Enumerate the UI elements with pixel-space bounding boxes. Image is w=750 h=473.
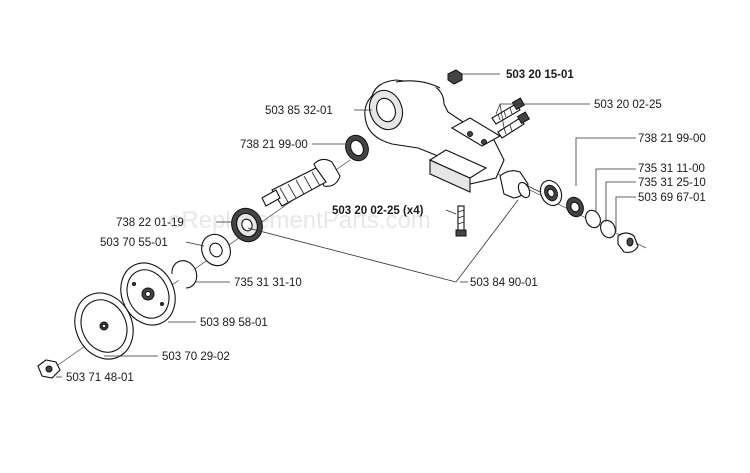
leader-lines bbox=[56, 73, 636, 378]
label-503-20-02-25-x4[interactable]: 503 20 02-25 (x4) bbox=[332, 205, 424, 217]
label-735-31-31-10[interactable]: 735 31 31-10 bbox=[234, 277, 302, 289]
drive-disc-part[interactable] bbox=[111, 254, 185, 334]
washer-part[interactable] bbox=[197, 230, 236, 271]
end-cap-part[interactable] bbox=[617, 232, 639, 253]
label-503-89-58-01[interactable]: 503 89 58-01 bbox=[200, 317, 268, 329]
label-503-85-32-01[interactable]: 503 85 32-01 bbox=[265, 105, 333, 117]
seal-part[interactable] bbox=[226, 203, 268, 246]
label-738-22-01-19[interactable]: 738 22 01-19 bbox=[116, 217, 184, 229]
spacer-part[interactable] bbox=[564, 195, 587, 220]
retaining-ring-part[interactable] bbox=[583, 208, 603, 230]
label-503-20-15-01[interactable]: 503 20 15-01 bbox=[506, 69, 574, 81]
part-labels: 503 20 15-01 503 85 32-01 503 20 02-25 7… bbox=[66, 69, 706, 384]
collar-part[interactable] bbox=[598, 218, 618, 240]
bearing-right-part[interactable] bbox=[536, 177, 565, 209]
watermark: eReplacementParts.com bbox=[168, 207, 431, 234]
label-503-71-48-01[interactable]: 503 71 48-01 bbox=[66, 372, 134, 384]
top-screw-part[interactable] bbox=[447, 69, 463, 85]
label-738-21-99-00-right[interactable]: 738 21 99-00 bbox=[638, 133, 706, 145]
nut-part[interactable] bbox=[37, 359, 61, 379]
label-503-70-29-02[interactable]: 503 70 29-02 bbox=[162, 351, 230, 363]
label-503-84-90-01[interactable]: 503 84 90-01 bbox=[470, 277, 538, 289]
circlip-part[interactable] bbox=[171, 260, 198, 289]
label-735-31-25-10[interactable]: 735 31 25-10 bbox=[638, 177, 706, 189]
label-738-21-99-00-left[interactable]: 738 21 99-00 bbox=[240, 139, 308, 151]
label-735-31-11-00[interactable]: 735 31 11-00 bbox=[638, 163, 705, 175]
label-503-69-67-01[interactable]: 503 69 67-01 bbox=[638, 192, 706, 204]
bearing-left-part[interactable] bbox=[342, 132, 373, 165]
gear-housing-part[interactable] bbox=[364, 79, 505, 193]
clamp-screws-part[interactable] bbox=[491, 97, 531, 139]
label-503-20-02-25[interactable]: 503 20 02-25 bbox=[594, 99, 662, 111]
cover-screw-part[interactable] bbox=[455, 205, 467, 237]
label-503-70-55-01[interactable]: 503 70 55-01 bbox=[100, 237, 168, 249]
pinion-shaft-part[interactable] bbox=[261, 158, 341, 207]
support-cup-part[interactable] bbox=[64, 283, 143, 368]
output-flange-part[interactable] bbox=[499, 170, 541, 200]
